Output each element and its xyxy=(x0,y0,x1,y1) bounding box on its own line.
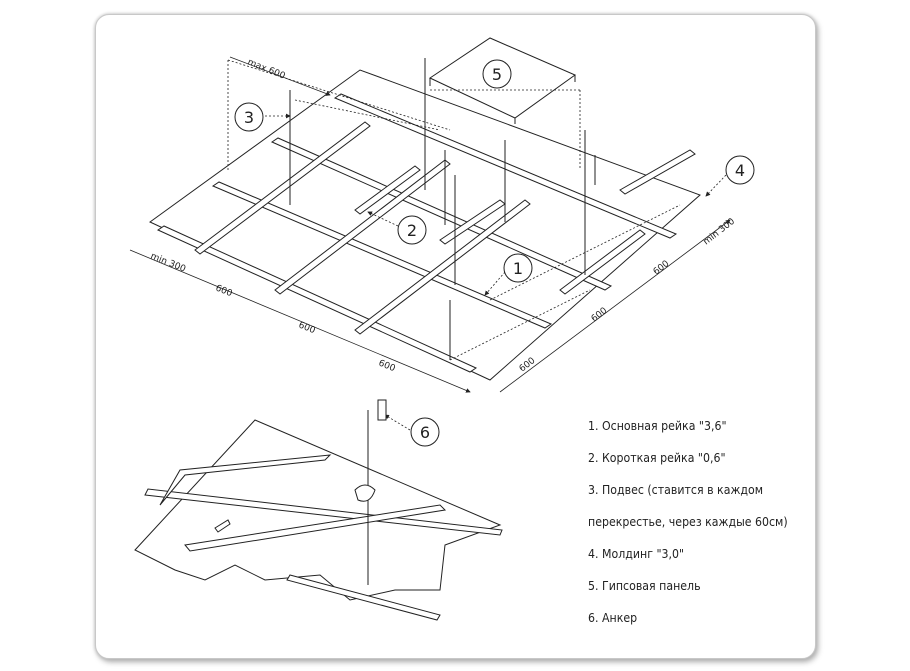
callout-leaders xyxy=(265,113,727,431)
svg-text:3: 3 xyxy=(244,108,254,127)
callout-1: 1 xyxy=(503,253,533,283)
dim-min-right: min 300 xyxy=(702,217,738,248)
callouts: 1 2 3 4 5 6 xyxy=(234,59,755,447)
dim-span-3: 600 xyxy=(377,359,397,375)
svg-text:5: 5 xyxy=(492,65,502,84)
dim-span-2: 600 xyxy=(297,321,317,337)
callout-5: 5 xyxy=(482,59,512,89)
dim-span-5: 600 xyxy=(590,306,610,325)
svg-text:1: 1 xyxy=(513,259,523,278)
detail-view xyxy=(134,399,503,621)
svg-text:4: 4 xyxy=(735,161,745,180)
legend-item-4: 4. Молдинг "3,0" xyxy=(588,546,685,561)
legend-item-1: 1. Основная рейка "3,6" xyxy=(588,418,727,433)
dim-max-top: max 600 xyxy=(246,58,287,82)
legend-item-6: 6. Анкер xyxy=(588,610,638,625)
legend-item-2: 2. Короткая рейка "0,6" xyxy=(588,450,726,465)
legend-item-3: 3. Подвес (ставится в каждом xyxy=(588,482,763,497)
callout-2: 2 xyxy=(397,215,427,245)
dim-span-1: 600 xyxy=(214,284,234,300)
guide-lines xyxy=(227,59,681,361)
dim-min-left: min 300 xyxy=(149,252,187,275)
hangers xyxy=(289,58,596,360)
callout-4: 4 xyxy=(725,155,755,185)
callout-6: 6 xyxy=(410,417,440,447)
anchor-shape xyxy=(377,399,387,421)
svg-text:6: 6 xyxy=(420,423,430,442)
callout-3: 3 xyxy=(234,102,264,132)
legend-item-3-cont: перекрестье, через каждые 60см) xyxy=(588,514,788,529)
dim-span-6: 600 xyxy=(652,259,672,278)
legend-item-5: 5. Гипсовая панель xyxy=(588,578,701,593)
svg-text:2: 2 xyxy=(407,221,417,240)
cross-rails xyxy=(194,121,696,335)
dimension-lines xyxy=(129,56,731,393)
